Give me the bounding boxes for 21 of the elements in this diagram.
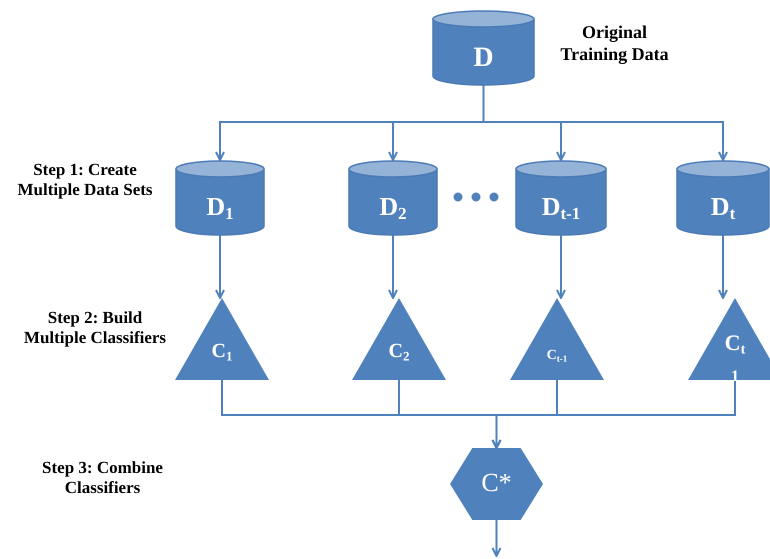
- arrow: [215, 235, 225, 299]
- node-label: D$_{t-1}$: [540, 192, 582, 224]
- node-label: D$_{t}$: [710, 192, 736, 224]
- arrow: [482, 85, 728, 161]
- caption-text: Original Training Data: [559, 22, 670, 66]
- node-label: C$_{t}$: [724, 330, 746, 359]
- step-label: Step 3: Combine Classifiers: [41, 458, 164, 499]
- node-label: D$_{1}$: [205, 192, 235, 224]
- node-label: C$_{1}$: [210, 340, 234, 364]
- node-label: D: [472, 42, 495, 74]
- arrow: [388, 235, 398, 299]
- step-label: Step 1: Create Multiple Data Sets: [16, 160, 154, 201]
- node-label: C$_{2}$: [388, 340, 410, 364]
- arrow: [492, 520, 502, 557]
- node-label: C*: [480, 468, 513, 498]
- arrow: [492, 380, 736, 449]
- node-label: D$_{2}$: [378, 192, 408, 224]
- node-label: C$_{t-1}$: [546, 348, 568, 364]
- step-label: Step 2: Build Multiple Classifiers: [22, 308, 168, 349]
- arrow: [556, 235, 566, 299]
- arrow: [718, 235, 728, 299]
